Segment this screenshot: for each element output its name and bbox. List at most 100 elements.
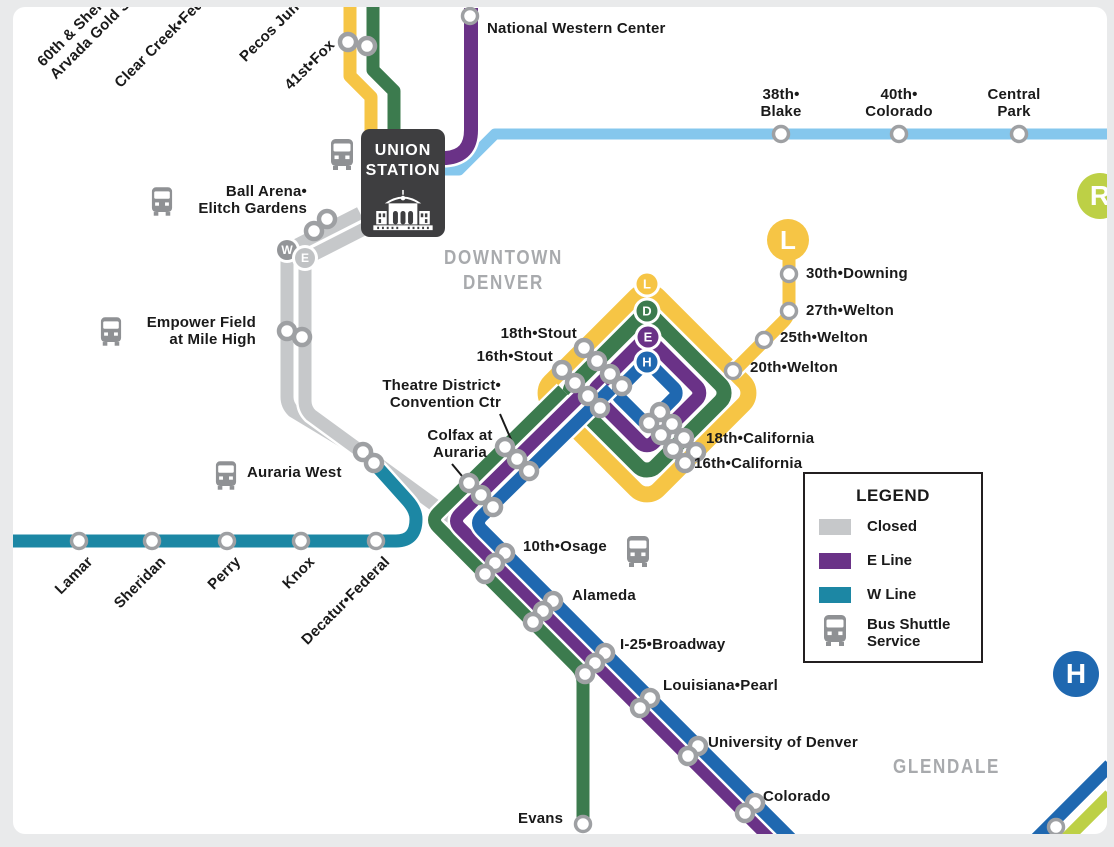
station-marker bbox=[470, 484, 492, 506]
station-marker bbox=[573, 814, 593, 834]
station-label-alameda: Alameda bbox=[572, 587, 636, 604]
station-marker bbox=[494, 436, 516, 458]
r-line-bullet: R bbox=[1077, 173, 1107, 219]
station-marker bbox=[564, 372, 586, 394]
e-line-corridor-path bbox=[450, 384, 776, 834]
glendale-area-label: GLENDALE bbox=[893, 756, 1001, 778]
map-lines-canvas bbox=[13, 7, 1107, 834]
station-marker bbox=[460, 7, 480, 26]
station-label-ball-arena: Ball Arena• Elitch Gardens bbox=[198, 183, 307, 217]
r-line-corner-path bbox=[1061, 790, 1107, 834]
station-marker bbox=[889, 124, 909, 144]
station-marker bbox=[69, 531, 89, 551]
station-marker bbox=[638, 412, 660, 434]
station-marker bbox=[677, 745, 699, 767]
union-station-label: UNION STATION bbox=[365, 142, 441, 179]
station-label-18th-california: 18th•California bbox=[706, 430, 815, 447]
station-marker bbox=[629, 697, 651, 719]
station-markers bbox=[69, 7, 1066, 834]
station-label-university-of-denver: University of Denver bbox=[708, 734, 858, 751]
station-marker bbox=[522, 611, 544, 633]
station-label-38th-blake: 38th• Blake bbox=[760, 86, 802, 120]
bus-shuttle-icon-ball-arena bbox=[151, 187, 173, 216]
legend-box: LEGEND Closed E Line W Line Bus Shuttle … bbox=[803, 472, 983, 663]
legend-swatch-e-line bbox=[819, 553, 851, 569]
station-marker bbox=[650, 424, 672, 446]
station-marker bbox=[291, 326, 313, 348]
bus-shuttle-icon-empower-field bbox=[100, 317, 122, 346]
station-marker bbox=[674, 452, 696, 474]
h-line-corridor-path bbox=[472, 384, 796, 834]
station-marker bbox=[142, 531, 162, 551]
station-label-16th-california: 16th•California bbox=[694, 455, 803, 472]
bus-shuttle-icon-legend bbox=[823, 615, 847, 646]
station-marker bbox=[779, 301, 799, 321]
station-marker bbox=[1046, 817, 1066, 834]
station-label-i25-broadway: I-25•Broadway bbox=[620, 636, 726, 653]
a-line-path bbox=[443, 128, 1107, 176]
station-label-10th-osage: 10th•Osage bbox=[523, 538, 607, 555]
station-marker bbox=[474, 563, 496, 585]
station-label-central-park: Central Park bbox=[987, 86, 1041, 120]
station-label-25th-welton: 25th•Welton bbox=[780, 329, 869, 346]
station-marker bbox=[573, 337, 595, 359]
union-station-box: UNION STATION bbox=[361, 129, 445, 237]
station-marker bbox=[734, 802, 756, 824]
station-marker bbox=[577, 385, 599, 407]
bus-shuttle-icon-auraria-west bbox=[215, 461, 237, 490]
legend-label-closed: Closed bbox=[867, 518, 918, 535]
station-marker bbox=[291, 531, 311, 551]
station-marker bbox=[303, 220, 325, 242]
station-marker bbox=[771, 124, 791, 144]
downtown-denver-area-label: DOWNTOWN DENVER bbox=[443, 247, 564, 294]
station-marker bbox=[337, 31, 359, 53]
station-marker bbox=[458, 472, 480, 494]
station-marker bbox=[723, 361, 743, 381]
l-line-loop-bullet: L bbox=[636, 273, 658, 295]
station-marker bbox=[754, 330, 774, 350]
station-label-evans: Evans bbox=[518, 810, 564, 827]
e-line-loop-bullet: E bbox=[637, 326, 659, 348]
map-panel: UNION STATION bbox=[13, 7, 1107, 834]
n-line-path bbox=[439, 8, 478, 165]
station-marker bbox=[518, 460, 540, 482]
map-content: UNION STATION bbox=[13, 7, 1107, 834]
h-line-loop-bullet: H bbox=[636, 351, 658, 373]
station-marker bbox=[506, 448, 528, 470]
e-line-closed-bullet: E bbox=[295, 248, 315, 268]
station-marker bbox=[611, 375, 633, 397]
station-marker bbox=[779, 264, 799, 284]
bus-shuttle-icon-union-station bbox=[330, 139, 354, 170]
station-marker bbox=[574, 663, 596, 685]
station-label-27th-welton: 27th•Welton bbox=[806, 302, 895, 319]
station-marker bbox=[363, 452, 385, 474]
legend-label-w-line: W Line bbox=[867, 586, 917, 603]
legend-title: LEGEND bbox=[856, 486, 930, 505]
station-marker bbox=[356, 35, 378, 57]
station-marker bbox=[1009, 124, 1029, 144]
bus-shuttle-icon-10th-osage bbox=[626, 536, 650, 567]
d-line-loop-bullet: D bbox=[636, 300, 658, 322]
legend-label-e-line: E Line bbox=[867, 552, 913, 569]
w-line-path bbox=[13, 446, 423, 548]
b-line-path bbox=[366, 7, 401, 131]
station-label-30th-downing: 30th•Downing bbox=[806, 265, 908, 282]
station-marker bbox=[482, 496, 504, 518]
station-label-40th-colorado: 40th• Colorado bbox=[865, 86, 933, 120]
legend-swatch-w-line bbox=[819, 587, 851, 603]
station-marker bbox=[316, 208, 338, 230]
station-label-18th-stout: 18th•Stout bbox=[500, 325, 577, 342]
station-marker bbox=[599, 363, 621, 385]
h-line-corner-path bbox=[1031, 760, 1107, 834]
station-label-16th-stout: 16th•Stout bbox=[476, 348, 553, 365]
station-label-empower-field: Empower Field at Mile High bbox=[146, 314, 256, 348]
union-station-building-icon bbox=[373, 189, 433, 231]
l-line-bullet: L bbox=[767, 219, 809, 261]
station-label-20th-welton: 20th•Welton bbox=[750, 359, 839, 376]
station-label-colfax-at-auraria: Colfax at Auraria bbox=[427, 427, 493, 461]
legend-swatch-closed bbox=[819, 519, 851, 535]
station-label-national-western-center: National Western Center bbox=[487, 20, 666, 37]
station-marker bbox=[589, 397, 611, 419]
station-label-colorado: Colorado bbox=[763, 788, 831, 805]
